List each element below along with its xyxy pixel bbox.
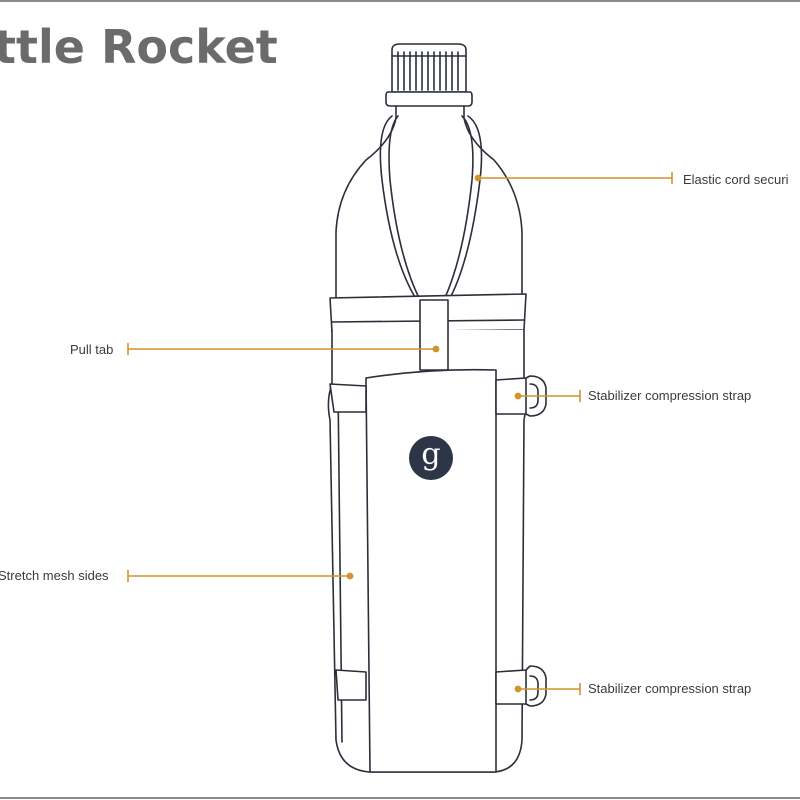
pull-tab [419, 299, 449, 371]
elastic-cord [379, 115, 483, 303]
label-elastic-cord: Elastic cord securi [683, 172, 789, 187]
bottom-border [0, 797, 800, 799]
front-panel [365, 368, 497, 773]
bottle-shoulders [335, 105, 523, 299]
diagram-title: ttle Rocket [0, 20, 278, 74]
label-stabilizer-top: Stabilizer compression strap [588, 388, 752, 403]
bottle-cap [385, 43, 473, 107]
brand-logo-letter: g [421, 437, 441, 472]
top-border [0, 0, 800, 2]
bottom-strap [335, 669, 367, 701]
label-pull-tab: Pull tab [70, 342, 114, 357]
brand-logo-icon [409, 436, 453, 480]
leader-lines [127, 172, 673, 695]
top-strap [329, 383, 367, 413]
label-mesh-sides: Stretch mesh sides [0, 568, 109, 583]
label-stabilizer-bottom: Stabilizer compression strap [588, 681, 752, 696]
